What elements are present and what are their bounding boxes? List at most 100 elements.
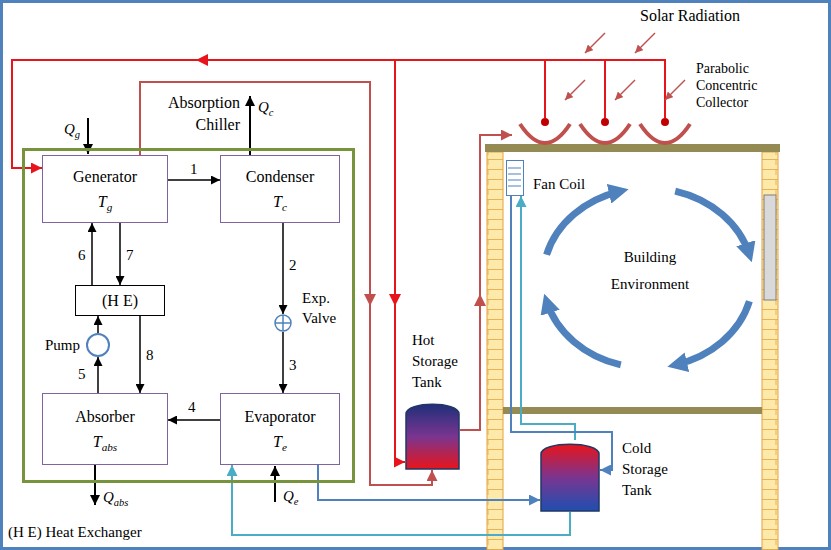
heat-arrow (249, 96, 251, 155)
node-content: CondenserTc (221, 156, 339, 222)
cold-storage-tank: Cold Storage Tank (540, 440, 600, 512)
left-wall (487, 152, 503, 550)
node-content: (H E) (76, 286, 164, 315)
flow-connector (460, 135, 512, 430)
subscript: c (282, 201, 287, 213)
process-box: AbsorberTabs (42, 393, 168, 465)
state-point-number: 4 (188, 398, 196, 416)
window (764, 195, 776, 300)
node-text: Tg (98, 192, 113, 211)
flow-connector (97, 316, 99, 333)
node-content: GeneratorTg (43, 156, 167, 222)
coil-fins (508, 168, 521, 186)
state-point-number: 5 (78, 365, 86, 383)
subscript: e (282, 441, 287, 453)
subscript: g (107, 201, 113, 213)
node-shape (405, 400, 460, 470)
tank-body (541, 444, 599, 511)
circulation-arrow (675, 301, 749, 365)
node-shape (540, 440, 600, 512)
node-label: Hot Storage Tank (412, 330, 467, 393)
flow-connector (395, 60, 605, 462)
state-point-number: 8 (146, 346, 154, 364)
valve-symbol: Exp. Valve (274, 314, 292, 332)
building-region: Building Environment Fan CoilCold Storage… (503, 152, 762, 550)
right-wall (762, 152, 778, 550)
flow-connector (119, 223, 121, 285)
node-text: Condenser (246, 167, 314, 186)
state-point-number: 1 (190, 160, 198, 178)
radiation-arrow (565, 80, 585, 100)
node-label: Building Environment (595, 244, 705, 298)
tank-body (406, 404, 459, 469)
circulation-arrow (547, 301, 621, 365)
flow-connector (91, 223, 93, 285)
process-box: GeneratorTg (42, 155, 168, 223)
heat-exchanger-box: (H E) (75, 285, 165, 316)
node-content: EvaporatorTe (221, 394, 339, 464)
heat-arrow (94, 465, 96, 505)
radiation-arrow (635, 33, 655, 53)
solar-collector: Parabolic Concentric Collector (512, 118, 690, 152)
flow-connector (282, 332, 284, 393)
heat-flow-label: Qg (64, 120, 80, 138)
subscript: c (269, 107, 274, 118)
heat-flow-label: Qc (258, 98, 274, 116)
flow-connector (140, 82, 432, 485)
flow-connector (282, 223, 284, 314)
node-text: Tc (273, 192, 287, 211)
flow-connector (521, 196, 575, 440)
process-box: EvaporatorTe (220, 393, 340, 465)
node-text: Absorber (75, 407, 135, 426)
node-label: Absorption Chiller (158, 92, 240, 136)
node-label: Pump (26, 336, 80, 354)
note-label: (H E) Heat Exchanger (8, 523, 142, 541)
collector-dish (520, 124, 570, 143)
node-text: (H E) (102, 291, 138, 310)
process-box: CondenserTc (220, 155, 340, 223)
chiller-enclosure: Absorption ChillerGeneratorTgCondenserTc… (22, 148, 355, 483)
state-point-number: 3 (289, 356, 297, 374)
node-text: Evaporator (244, 407, 315, 426)
heat-flow-label: Qabs (103, 488, 128, 506)
collector-dish (580, 124, 630, 143)
state-point-number: 7 (126, 246, 134, 264)
flow-connector (139, 316, 141, 393)
radiation-arrow (615, 80, 635, 100)
node-shape (507, 161, 525, 197)
subscript: g (75, 129, 80, 140)
node-label: Fan Coil (533, 175, 585, 193)
hot-storage-tank: Hot Storage Tank (405, 400, 460, 470)
annotation-label: Solar Radiation (640, 6, 740, 25)
flow-connector (168, 179, 220, 181)
node-text: Generator (73, 167, 137, 186)
collector-dish (640, 124, 690, 143)
node-text: Tabs (93, 432, 117, 451)
node-label: Exp. Valve (302, 288, 347, 328)
flow-connector (511, 196, 612, 470)
heat-arrow (274, 466, 276, 502)
radiation-arrow (665, 80, 685, 100)
circulation-arrow (675, 191, 749, 255)
node-text: Te (273, 432, 287, 451)
radiation-arrow (585, 33, 605, 53)
node-label: Parabolic Concentric Collector (696, 60, 774, 111)
valve-body (275, 315, 291, 331)
node-label: Cold Storage Tank (622, 438, 680, 501)
valve-cross (275, 315, 291, 331)
circulation-arrow (547, 191, 621, 255)
collector-joint (541, 118, 549, 126)
flow-connector (168, 419, 220, 421)
subscript: abs (114, 497, 129, 508)
pump-symbol: Pump (86, 333, 110, 357)
collector-joint (601, 118, 609, 126)
roof-slab (485, 144, 780, 152)
heat-flow-label: Qe (283, 487, 299, 505)
state-point-number: 2 (289, 256, 297, 274)
collector-header-pipe (605, 60, 665, 118)
flow-connector (12, 60, 545, 168)
node-content: AbsorberTabs (43, 394, 167, 464)
